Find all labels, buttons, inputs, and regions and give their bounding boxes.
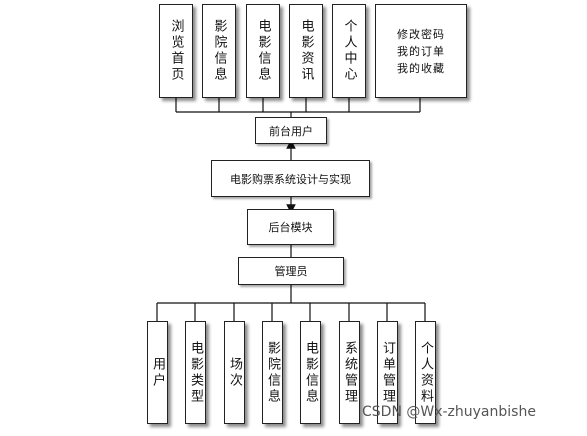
system-title-box: 电影购票系统设计与实现	[211, 160, 370, 197]
user-function-change-password: 修改密码	[397, 27, 445, 41]
admin-module-profile: 个人资料	[415, 321, 436, 424]
user-function-my-favorites: 我的收藏	[397, 61, 445, 75]
admin-module-movie-info: 电影信息	[300, 321, 321, 424]
admin-module-movie-types: 电影类型	[185, 321, 206, 424]
admin-module-cinema-info: 影院信息	[262, 321, 283, 424]
module-user-functions: 修改密码 我的订单 我的收藏	[375, 4, 467, 98]
module-home: 浏览首页	[159, 4, 193, 98]
module-movie-info: 电影信息	[246, 4, 280, 98]
admin-module-system-management: 系统管理	[339, 321, 360, 424]
csdn-watermark: CSDN @Wx-zhuyanbishe	[362, 404, 536, 420]
user-function-my-orders: 我的订单	[397, 44, 445, 58]
admin-box: 管理员	[238, 257, 344, 285]
admin-module-showtimes: 场次	[224, 321, 245, 424]
module-cinema-info: 影院信息	[202, 4, 236, 98]
front-user-box: 前台用户	[255, 117, 327, 144]
admin-module-users: 用户	[147, 321, 168, 424]
module-movie-news: 电影资讯	[289, 4, 323, 98]
admin-module-order-management: 订单管理	[377, 321, 398, 424]
module-personal-center: 个人中心	[332, 4, 366, 98]
backend-module-box: 后台模块	[247, 209, 334, 245]
